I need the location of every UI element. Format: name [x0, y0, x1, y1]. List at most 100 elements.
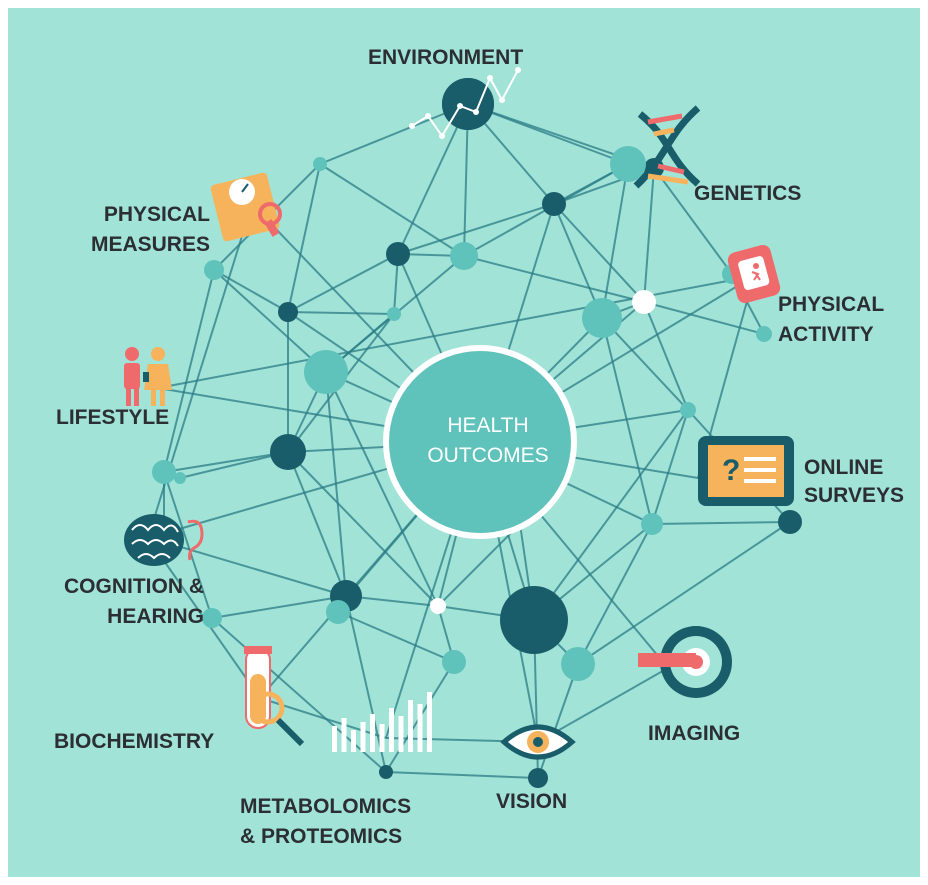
label-online-surveys-line2: SURVEYS — [804, 484, 904, 507]
test-tube-icon — [244, 646, 305, 747]
network-edge — [385, 771, 539, 779]
center-line-1: HEALTH — [447, 414, 529, 437]
scanner-icon — [638, 626, 732, 698]
network-edge — [601, 317, 689, 411]
line-chart-icon — [409, 67, 521, 139]
center-label: HEALTH OUTCOMES — [398, 348, 578, 534]
network-edge — [211, 617, 387, 773]
label-physical-measures-line1: PHYSICAL — [103, 203, 210, 226]
network-node — [528, 768, 548, 788]
network-node — [304, 350, 348, 394]
eye-icon — [500, 724, 576, 760]
network-node — [326, 600, 350, 624]
network-edge — [325, 371, 439, 607]
fitness-watch-icon — [727, 244, 781, 304]
network-edge — [463, 255, 645, 303]
network-edge — [397, 103, 469, 255]
label-genetics-text: GENETICS — [694, 182, 802, 205]
network-edge — [319, 103, 469, 165]
network-edge — [163, 269, 215, 473]
network-edge — [553, 203, 603, 319]
label-environment-text: ENVIRONMENT — [368, 46, 524, 69]
label-imaging: IMAGING — [648, 720, 740, 748]
network-edge — [537, 667, 669, 743]
network-edge — [651, 409, 689, 525]
network-edge — [553, 203, 645, 303]
network-edge — [437, 523, 521, 607]
network-node — [174, 472, 186, 484]
bar-chart-icon-bar — [360, 722, 366, 752]
bar-chart-icon-bar — [332, 726, 337, 752]
label-vision-text: VISION — [496, 790, 568, 813]
label-biochemistry: BIOCHEMISTRY — [54, 728, 214, 756]
tablet-survey-icon: ? — [698, 436, 794, 506]
network-edge — [601, 163, 629, 319]
bar-chart-icon-bar — [389, 708, 394, 752]
label-environment: ENVIRONMENT — [368, 44, 523, 72]
network-node — [641, 513, 663, 535]
label-physical-measures: PHYSICAL MEASURES — [68, 200, 210, 260]
network-node — [778, 510, 802, 534]
network-edge — [163, 541, 347, 597]
network-node — [582, 298, 622, 338]
label-metabolomics-line2: & PROTEOMICS — [240, 825, 403, 848]
center-line-2: OUTCOMES — [427, 444, 549, 467]
network-node — [204, 260, 224, 280]
network-edge — [179, 451, 289, 479]
network-edge — [643, 167, 655, 303]
network-edge — [397, 203, 555, 255]
label-cognition: COGNITION & HEARING — [38, 572, 204, 632]
network-edge — [287, 451, 439, 607]
network-edge — [577, 521, 791, 665]
label-online-surveys-line1: ONLINE — [804, 456, 884, 479]
network-edge — [163, 451, 289, 473]
dna-icon — [633, 105, 701, 189]
network-graph: ? — [124, 67, 802, 788]
network-node — [270, 434, 306, 470]
network-edge — [163, 471, 213, 619]
label-imaging-text: IMAGING — [648, 722, 741, 745]
network-edge — [213, 269, 327, 373]
bar-chart-icon-bar — [370, 714, 375, 752]
network-edge — [651, 521, 791, 525]
network-edge — [577, 523, 653, 665]
network-node — [152, 460, 176, 484]
network-edge — [537, 663, 579, 779]
network-node — [202, 608, 222, 628]
network-edge — [213, 269, 289, 313]
label-physical-activity: PHYSICAL ACTIVITY — [778, 290, 884, 350]
network-edge — [337, 611, 455, 663]
bar-chart-icon-bar — [417, 704, 423, 752]
label-cognition-line2: HEARING — [107, 605, 204, 628]
network-node — [278, 302, 298, 322]
brain-ear-icon — [124, 514, 204, 566]
label-cognition-line1: COGNITION & — [64, 575, 204, 598]
network-node — [500, 586, 568, 654]
network-edge — [653, 167, 733, 275]
label-metabolomics-line1: METABOLOMICS — [240, 795, 412, 818]
diagram-canvas: ? — [8, 8, 920, 877]
network-edge — [287, 451, 347, 597]
bar-chart-icon-bar — [341, 718, 347, 752]
network-edge — [643, 301, 765, 335]
network-node — [387, 307, 401, 321]
network-edge — [287, 163, 321, 313]
network-node — [542, 192, 566, 216]
network-edge — [533, 409, 689, 621]
center-node — [383, 345, 577, 539]
network-edge — [643, 301, 689, 411]
network-edge — [319, 163, 465, 257]
bar-chart-icon-bar — [408, 700, 413, 752]
label-lifestyle: LIFESTYLE — [56, 404, 169, 432]
network-edge — [601, 317, 653, 525]
network-node — [680, 402, 696, 418]
network-edge — [287, 311, 395, 315]
network-edge — [345, 595, 387, 773]
network-node — [313, 157, 327, 171]
network-node — [610, 146, 646, 182]
network-node — [430, 598, 446, 614]
network-node — [450, 242, 478, 270]
network-node — [379, 765, 393, 779]
network-edge — [211, 595, 347, 619]
network-node — [756, 326, 772, 342]
